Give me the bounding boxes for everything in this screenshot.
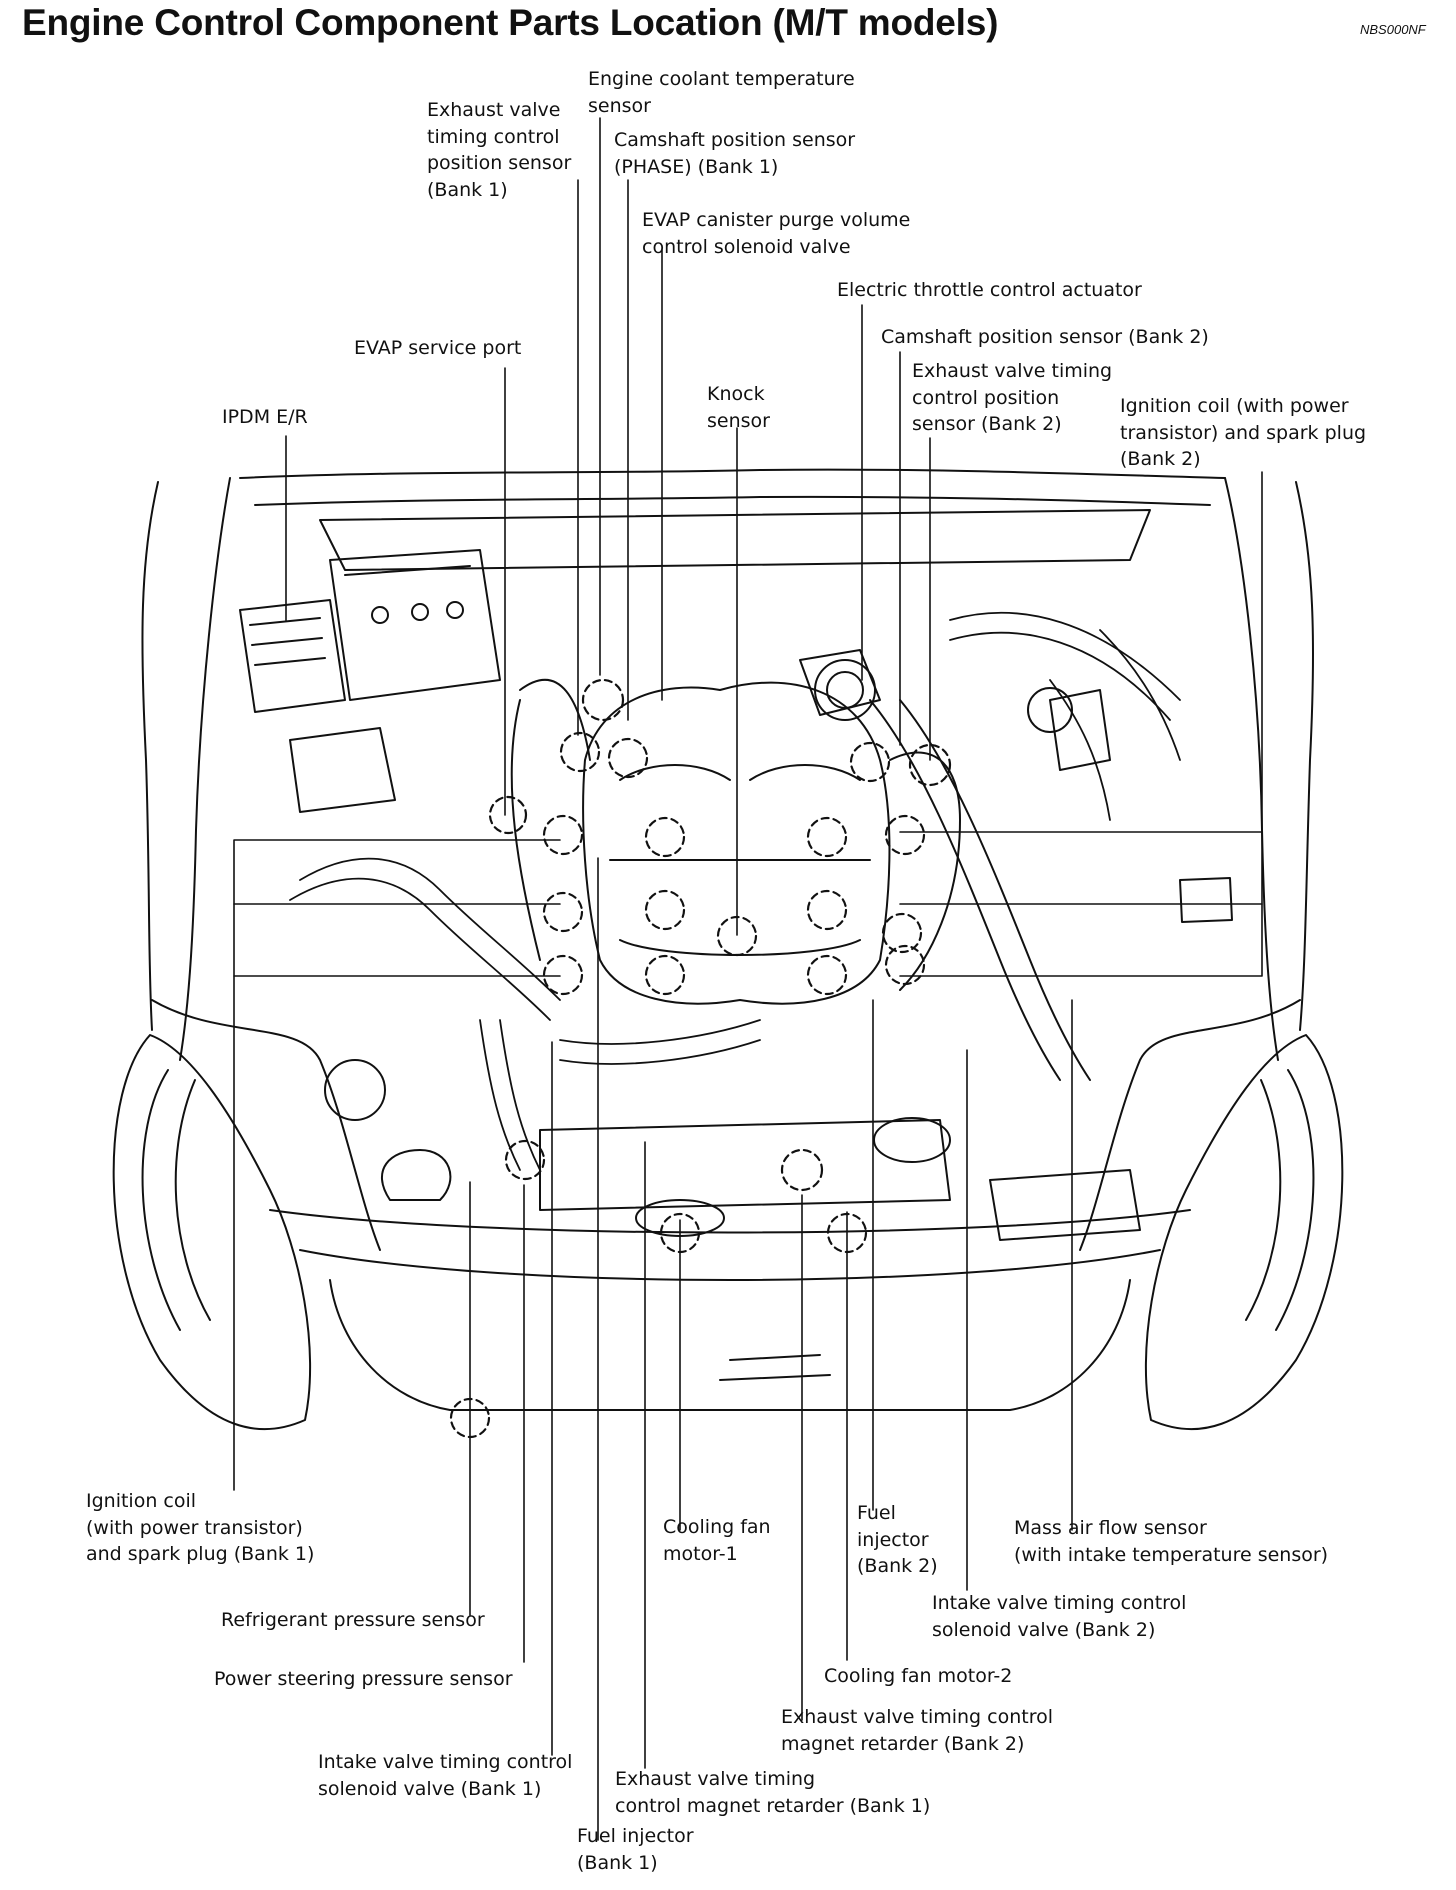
label-intake-valve-bank2: Intake valve timing control solenoid val… (932, 1592, 1187, 1641)
label-fuel-injector-bank2: Fuel injector (Bank 2) (857, 1502, 938, 1577)
headlamp-right (1144, 1034, 1344, 1431)
marker-coil-b2-2 (881, 912, 923, 954)
label-exhaust-magnet-bank1: Exhaust valve timing control magnet reta… (615, 1768, 931, 1817)
label-cooling-fan-1: Cooling fan motor-1 (663, 1516, 771, 1565)
marker-evap-port (488, 795, 528, 835)
marker-coil-b2-1 (884, 814, 926, 856)
battery-ipdm (239, 549, 501, 813)
label-maf-sensor: Mass air flow sensor (with intake temper… (1014, 1517, 1329, 1566)
page-title: Engine Control Component Parts Location … (22, 2, 999, 43)
marker-camshaft-b1 (607, 737, 649, 779)
label-camshaft-sensor-bank2: Camshaft position sensor (Bank 2) (881, 326, 1209, 348)
label-cooling-fan-2: Cooling fan motor-2 (824, 1665, 1013, 1687)
marker-coil-b1-1 (542, 814, 584, 856)
hoses (289, 611, 1181, 1171)
marker-refrigerant (449, 1397, 491, 1439)
marker-coolant-temp (581, 678, 625, 722)
document-code: NBS000NF (1360, 22, 1426, 37)
marker-injector-b1-3 (644, 954, 686, 996)
headlamp-left (112, 1034, 312, 1431)
label-power-steering-sensor: Power steering pressure sensor (214, 1668, 513, 1690)
engine-block (510, 649, 1091, 1081)
bay-outline (141, 468, 1315, 1411)
marker-coil-b1-2 (542, 891, 584, 933)
component-markers (449, 678, 952, 1439)
marker-injector-b2-2 (806, 889, 848, 931)
label-camshaft-sensor-bank1: Camshaft position sensor (PHASE) (Bank 1… (614, 129, 856, 178)
marker-camshaft-b2 (908, 743, 952, 787)
front-components (324, 687, 1233, 1381)
label-refrigerant-sensor: Refrigerant pressure sensor (221, 1609, 485, 1631)
marker-exhaust-sensor-b1 (559, 731, 601, 773)
leader-lines (233, 117, 1263, 1841)
label-intake-valve-bank1: Intake valve timing control solenoid val… (318, 1751, 573, 1800)
marker-fan-1 (659, 1212, 701, 1254)
marker-injector-b2-3 (806, 954, 848, 996)
label-ipdm: IPDM E/R (222, 406, 308, 428)
label-knock-sensor: Knock sensor (707, 383, 770, 432)
marker-maf (884, 944, 926, 986)
label-exhaust-valve-sensor-bank1: Exhaust valve timing control position se… (427, 99, 572, 201)
label-exhaust-magnet-bank2: Exhaust valve timing control magnet reta… (781, 1706, 1054, 1755)
marker-injector-b1-1 (644, 816, 686, 858)
label-ignition-coil-bank2: Ignition coil (with power transistor) an… (1120, 395, 1367, 470)
label-fuel-injector-bank1: Fuel injector (Bank 1) (577, 1825, 694, 1874)
marker-coil-b1-3 (542, 954, 584, 996)
label-ignition-coil-bank1: Ignition coil (with power transistor) an… (86, 1490, 315, 1565)
marker-intake-b1 (504, 1139, 546, 1181)
label-throttle-actuator: Electric throttle control actuator (837, 279, 1142, 301)
marker-fan-2 (826, 1212, 868, 1254)
marker-knock (716, 915, 758, 957)
marker-injector-b1-2 (644, 889, 686, 931)
marker-magnet-b2 (780, 1148, 824, 1192)
label-evap-purge-valve: EVAP canister purge volume control solen… (642, 209, 911, 258)
label-exhaust-valve-sensor-bank2: Exhaust valve timing control position se… (912, 360, 1113, 435)
marker-injector-b2-1 (806, 816, 848, 858)
label-coolant-temp-sensor: Engine coolant temperature sensor (588, 68, 855, 117)
marker-throttle (849, 741, 891, 783)
label-evap-service-port: EVAP service port (354, 337, 522, 359)
